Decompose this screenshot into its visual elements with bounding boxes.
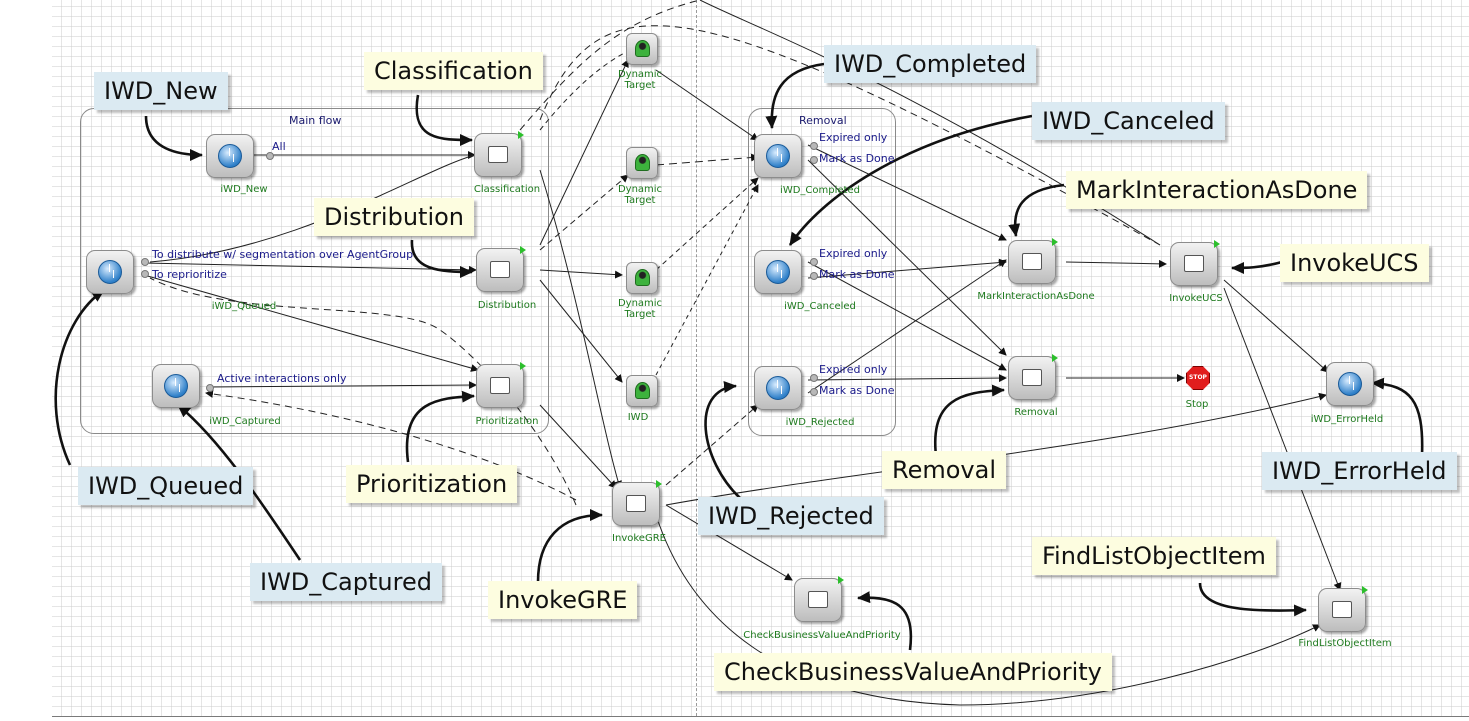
edge-label-canceled-mark: Mark as Done [819,268,895,281]
dynamic-target-label-1: Dynamic Target [617,69,663,91]
iwd-rejected-node[interactable] [754,366,802,410]
edge-label-all: All [272,140,286,153]
edge-label-rejected-expired: Expired only [819,363,888,376]
removal-node-label: Removal [1014,407,1058,418]
iwd-new-node-label: iWD_New [220,184,268,195]
callout-classification: Classification [364,52,543,90]
edge-label-to-distribute: To distribute w/ segmentation over Agent… [152,248,414,261]
iwd-errorheld-node-label: iWD_ErrorHeld [1310,414,1384,425]
port-active-only[interactable] [206,384,214,392]
callout-iwd-new: IWD_New [94,72,228,110]
classification-node-label: Classification [473,184,541,195]
callout-check-business-value: CheckBusinessValueAndPriority [714,653,1112,691]
callout-iwd-rejected: IWD_Rejected [698,497,884,535]
globe-icon [766,260,790,284]
callout-invoke-ucs: InvokeUCS [1280,244,1429,282]
port-completed-expired[interactable] [810,142,818,150]
callout-find-list-object-item: FindListObjectItem [1032,537,1276,575]
distribution-node[interactable] [476,246,526,292]
removal-group[interactable] [748,108,896,436]
port-to-reprioritize[interactable] [141,270,149,278]
globe-icon [1338,372,1362,396]
callout-iwd-captured: IWD_Captured [250,563,442,601]
callout-iwd-completed: IWD_Completed [824,45,1037,83]
stop-node[interactable]: STOP [1186,366,1210,390]
invoke-ucs-node[interactable] [1170,240,1220,286]
invoke-ucs-label: InvokeUCS [1169,293,1223,304]
iwd-queued-node-label: iWD_Queued [211,301,277,312]
iwd-queued-node[interactable] [86,250,134,294]
port-canceled-expired[interactable] [810,258,818,266]
iwd-target-label: IWD [627,412,649,423]
edge-label-completed-mark: Mark as Done [819,152,895,165]
edge-label-rejected-mark: Mark as Done [819,384,895,397]
mark-interaction-as-done-label: MarkInteractionAsDone [977,291,1095,302]
find-list-object-item-node[interactable] [1318,586,1368,632]
mark-interaction-as-done-node[interactable] [1008,238,1058,284]
callout-invoke-gre: InvokeGRE [488,581,638,619]
check-business-value-label: CheckBusinessValueAndPriority [743,630,901,641]
stop-node-label: Stop [1185,399,1209,410]
port-rejected-mark[interactable] [810,388,818,396]
iwd-new-node[interactable] [206,134,254,178]
find-list-object-item-label: FindListObjectItem [1298,638,1392,649]
port-canceled-mark[interactable] [810,272,818,280]
iwd-target-node[interactable] [626,375,658,407]
port-rejected-expired[interactable] [810,374,818,382]
removal-node[interactable] [1008,354,1058,400]
agent-target-icon [635,40,650,57]
globe-icon [766,376,790,400]
globe-icon [164,374,188,398]
iwd-captured-node[interactable] [152,364,200,408]
check-business-value-node[interactable] [794,576,844,622]
callout-prioritization: Prioritization [346,465,518,503]
iwd-errorheld-node[interactable] [1326,362,1374,406]
port-completed-mark[interactable] [810,156,818,164]
callout-iwd-canceled: IWD_Canceled [1032,102,1225,140]
invoke-gre-node[interactable] [612,480,662,526]
callout-removal: Removal [882,451,1007,489]
callout-iwd-errorheld: IWD_ErrorHeld [1262,452,1457,490]
invoke-gre-label: InvokeGRE [612,533,666,544]
canvas-bottom-border [52,716,1469,717]
port-all[interactable] [266,152,274,160]
stop-sign-icon: STOP [1186,366,1210,390]
dynamic-target-node-1[interactable] [626,33,658,65]
agent-target-icon [635,154,650,171]
globe-icon [218,144,242,168]
classification-node[interactable] [474,131,524,177]
globe-icon [766,144,790,168]
iwd-canceled-node[interactable] [754,250,802,294]
iwd-completed-node[interactable] [754,134,802,178]
dynamic-target-node-2[interactable] [626,147,658,179]
iwd-completed-node-label: iWD_Completed [780,185,860,196]
callout-iwd-queued: IWD_Queued [78,467,254,505]
edge-label-canceled-expired: Expired only [819,247,888,260]
edge-label-to-reprioritize: To reprioritize [152,268,227,281]
canvas-divider [696,0,697,716]
dynamic-target-label-3: Dynamic Target [617,298,663,320]
dynamic-target-label-2: Dynamic Target [617,184,663,206]
agent-target-icon [635,269,650,286]
iwd-rejected-node-label: iWD_Rejected [785,417,855,428]
iwd-captured-node-label: iWD_Captured [209,416,281,427]
callout-mark-interaction-as-done: MarkInteractionAsDone [1066,171,1368,209]
iwd-canceled-node-label: iWD_Canceled [784,301,856,312]
agent-target-icon [635,382,650,399]
edge-label-completed-expired: Expired only [819,131,888,144]
main-flow-title: Main flow [289,114,342,127]
edge-label-active-only: Active interactions only [217,372,347,385]
removal-group-title: Removal [799,114,847,127]
callout-distribution: Distribution [314,198,475,236]
prioritization-node[interactable] [476,362,526,408]
dynamic-target-node-3[interactable] [626,262,658,294]
port-to-distribute[interactable] [141,258,149,266]
prioritization-node-label: Prioritization [475,416,539,427]
globe-icon [98,260,122,284]
distribution-node-label: Distribution [477,300,537,311]
